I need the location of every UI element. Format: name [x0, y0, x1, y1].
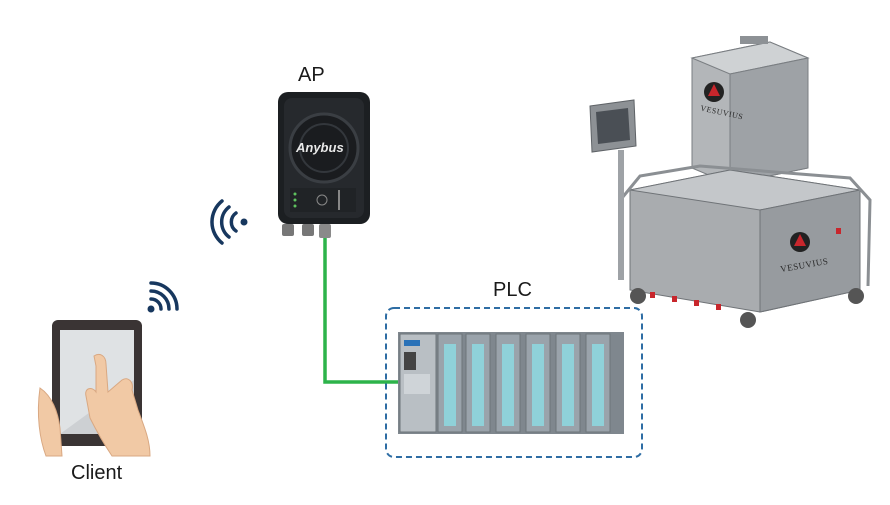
plc-label: PLC	[493, 279, 532, 301]
hand-icon	[37, 353, 151, 457]
access-point-device	[278, 92, 370, 238]
ethernet-cable	[323, 238, 398, 384]
industrial-machine	[589, 36, 872, 328]
wifi-signal-icon	[147, 281, 179, 313]
client-label: Client	[71, 462, 123, 484]
ap-brand-label: Anybus	[296, 140, 344, 155]
wifi-broadcast-icon	[210, 199, 248, 245]
plc-rack	[398, 332, 624, 434]
plc-dashed-box	[385, 307, 643, 458]
ap-label: AP	[298, 64, 325, 86]
plc-io-modules	[437, 333, 611, 433]
